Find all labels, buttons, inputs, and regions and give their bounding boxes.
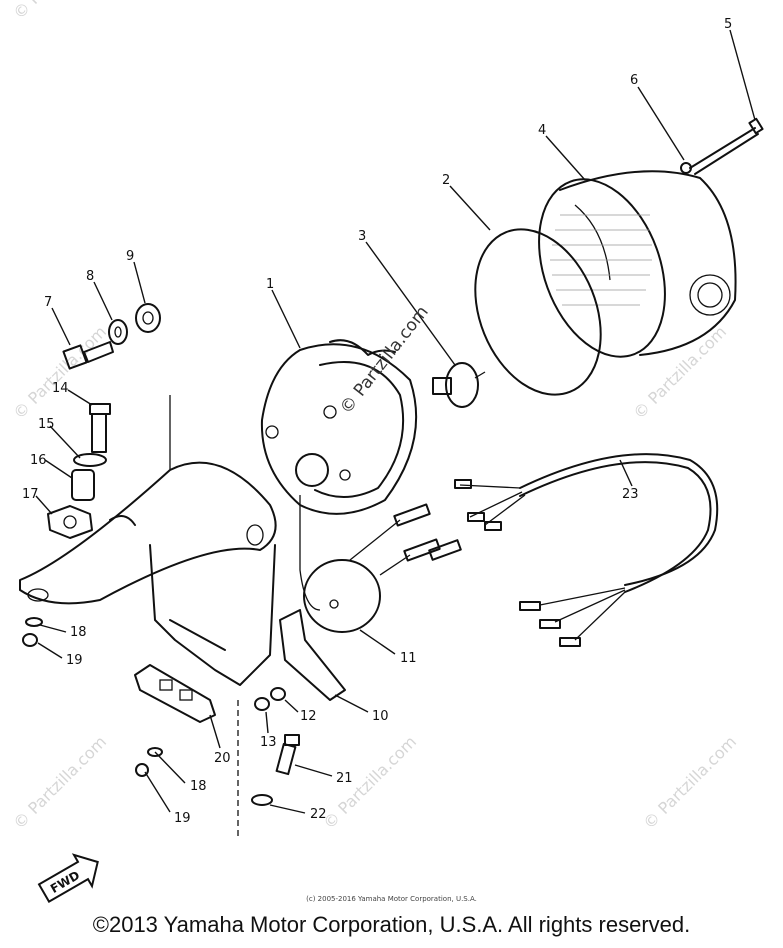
washer: [25, 617, 43, 627]
washer: [147, 747, 163, 757]
bulb: [432, 362, 486, 408]
callout-9: 9: [126, 249, 134, 264]
callout-19-lower: 19: [174, 811, 191, 826]
callout-4: 4: [538, 123, 546, 138]
callout-11: 11: [400, 651, 417, 666]
plate: [279, 609, 346, 701]
callout-20: 20: [214, 751, 231, 766]
wire-connectors: [299, 495, 462, 611]
callout-6: 6: [630, 73, 638, 88]
callout-12: 12: [300, 709, 317, 724]
callout-7: 7: [44, 295, 52, 310]
washer: [680, 162, 692, 174]
callout-19-left: 19: [66, 653, 83, 668]
tail-light-cord: [454, 453, 719, 647]
washer: [251, 794, 273, 806]
washer: [108, 319, 128, 345]
leader-lines: [35, 29, 756, 814]
damper: [135, 303, 161, 333]
light-base: [260, 339, 418, 515]
nut: [135, 763, 149, 777]
watermark: © Partzilla.com: [9, 322, 110, 423]
watermark-group: © Partzilla.com © Partzilla.com © Partzi…: [9, 0, 740, 833]
callout-labels: 5 6 4 2 3 1 9 8 7 14 15 16 17 18 19 20 1…: [22, 17, 732, 826]
gasket: [474, 228, 602, 396]
callout-14: 14: [52, 381, 69, 396]
watermark: © Partzilla.com: [639, 732, 740, 833]
small-copyright: (c) 2005-2016 Yamaha Motor Corporation, …: [306, 895, 477, 903]
collar: [71, 469, 95, 501]
bolt: [89, 403, 111, 453]
tail-light-housing: [538, 170, 737, 358]
nut: [47, 505, 93, 539]
callout-23: 23: [622, 487, 639, 502]
callout-2: 2: [442, 173, 450, 188]
license-light: [134, 664, 216, 723]
bolt: [275, 734, 300, 776]
reflector: [303, 559, 381, 633]
light-stay: [19, 395, 277, 840]
callout-21: 21: [336, 771, 353, 786]
callout-8: 8: [86, 269, 94, 284]
watermark-center: © Partzilla.com: [336, 302, 433, 418]
footer-copyright: ©2013 Yamaha Motor Corporation, U.S.A. A…: [92, 912, 691, 937]
callout-18-left: 18: [70, 625, 87, 640]
watermark: © Partzilla.com: [9, 0, 110, 23]
nut: [254, 697, 270, 711]
callout-22: 22: [310, 807, 327, 822]
bolt: [62, 341, 114, 370]
callout-13: 13: [260, 735, 277, 750]
watermark: © Partzilla.com: [319, 732, 420, 833]
callout-10: 10: [372, 709, 389, 724]
fwd-arrow: FWD: [37, 853, 99, 904]
nut: [22, 633, 38, 647]
washer: [73, 453, 107, 467]
callout-1: 1: [266, 277, 274, 292]
callout-16: 16: [30, 453, 47, 468]
watermark: © Partzilla.com: [629, 322, 730, 423]
callout-17: 17: [22, 487, 39, 502]
callout-15: 15: [38, 417, 55, 432]
nut: [270, 687, 286, 701]
watermark: © Partzilla.com: [9, 732, 110, 833]
callout-5: 5: [724, 17, 732, 32]
screw: [689, 117, 764, 175]
callout-3: 3: [358, 229, 366, 244]
callout-18-lower: 18: [190, 779, 207, 794]
